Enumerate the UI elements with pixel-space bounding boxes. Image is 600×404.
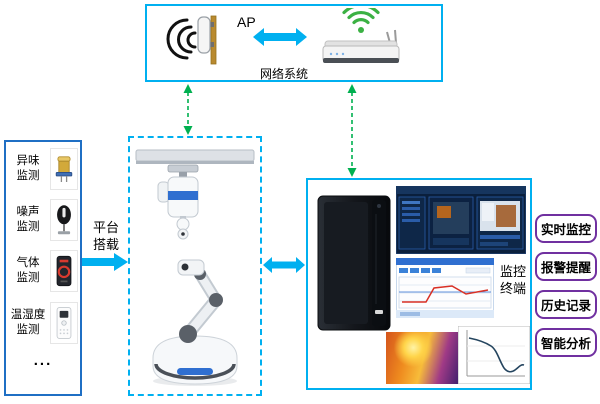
feature-label: 实时监控 [540, 223, 591, 237]
ap-antenna-icon [166, 15, 217, 65]
feature-realtime-monitoring: 实时监控 [535, 214, 597, 243]
thermal-image [386, 332, 458, 384]
trend-chart-image [458, 326, 530, 384]
sensor-item-odor: 异味 监测 [9, 148, 79, 190]
sensor-label-temp-humidity: 温湿度 监测 [10, 309, 46, 336]
ap-label: AP [237, 14, 256, 30]
robot-terminal-arrow [263, 257, 305, 273]
feature-label: 历史记录 [540, 299, 591, 313]
sensor-item-gas: 气体 监测 [9, 250, 79, 292]
sensor-label-noise: 噪声 监测 [16, 206, 40, 233]
ap-router-arrow [253, 28, 307, 46]
network-to-terminal-arrow [347, 84, 357, 177]
feature-history-records: 历史记录 [535, 290, 597, 319]
sensor-list-box: 异味 监测 噪声 监测 气体 监测 [4, 140, 82, 396]
sensor-label-gas: 气体 监测 [16, 257, 40, 284]
network-system-box: AP 网络系统 [145, 4, 443, 82]
sensor-list-ellipsis: ... [33, 352, 53, 369]
odor-sensor-icon [50, 148, 78, 190]
rail-robot-icon [135, 149, 255, 240]
monitoring-terminal-caption: 监控 终端 [499, 264, 526, 296]
temp-humidity-sensor-icon [50, 302, 78, 344]
feature-label: 报警提醒 [540, 261, 591, 275]
platform-mount-label: 平台 搭载 [92, 220, 119, 252]
pc-tower-icon [317, 195, 391, 331]
sensor-label-odor: 异味 监测 [16, 155, 40, 182]
robot-platform-box [128, 136, 262, 396]
sensor-item-noise: 噪声 监测 [9, 199, 79, 241]
feature-label: 智能分析 [540, 337, 591, 351]
sensors-to-robot-arrow [82, 253, 128, 271]
software-screenshot [396, 258, 494, 318]
wifi-router-icon [322, 8, 400, 63]
wheeled-robot-icon [152, 259, 238, 386]
network-to-robot-arrow [183, 84, 193, 135]
network-system-caption: 网络系统 [259, 67, 308, 81]
feature-alarm-reminder: 报警提醒 [535, 252, 597, 281]
monitoring-screenshot [396, 186, 526, 254]
noise-sensor-icon [50, 199, 78, 241]
feature-intelligent-analysis: 智能分析 [535, 328, 597, 357]
monitoring-terminal-box: 监控 终端 [306, 178, 532, 390]
sensor-item-temp-humidity: 温湿度 监测 [9, 302, 79, 344]
gas-sensor-icon [50, 250, 78, 292]
